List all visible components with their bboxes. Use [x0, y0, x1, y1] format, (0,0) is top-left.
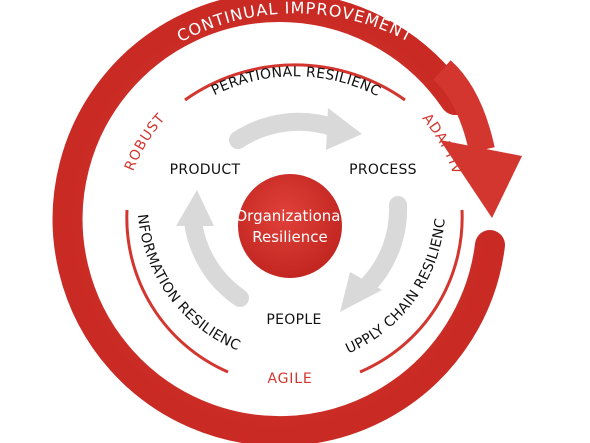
agile-label: AGILE [268, 371, 313, 387]
product-label: PRODUCT [170, 162, 241, 178]
arrow-people-to-product [184, 213, 249, 307]
continual-improvement-loop [52, 0, 522, 443]
arrow-process-to-people [359, 196, 408, 294]
resilience-arcs [125, 63, 464, 374]
people-label: PEOPLE [266, 312, 321, 328]
arrow-product-to-process [229, 112, 344, 149]
information-resilience-arc [125, 209, 229, 374]
operational-resilience-arc [184, 63, 406, 102]
robust-label: ROBUST [122, 110, 169, 173]
arrowhead-process-to-people [340, 272, 382, 312]
center-label-line2: Resilience [252, 228, 328, 246]
continual-improvement-arrowhead [440, 140, 522, 218]
arrowhead-people-to-product [176, 190, 214, 226]
process-label: PROCESS [349, 162, 417, 178]
center-label-line1: Organizational [235, 207, 344, 225]
cycle-arrows [176, 108, 408, 312]
center-circle [238, 174, 342, 278]
supply-chain-resilience-arc [359, 209, 464, 374]
arrowhead-product-to-process [326, 108, 362, 150]
